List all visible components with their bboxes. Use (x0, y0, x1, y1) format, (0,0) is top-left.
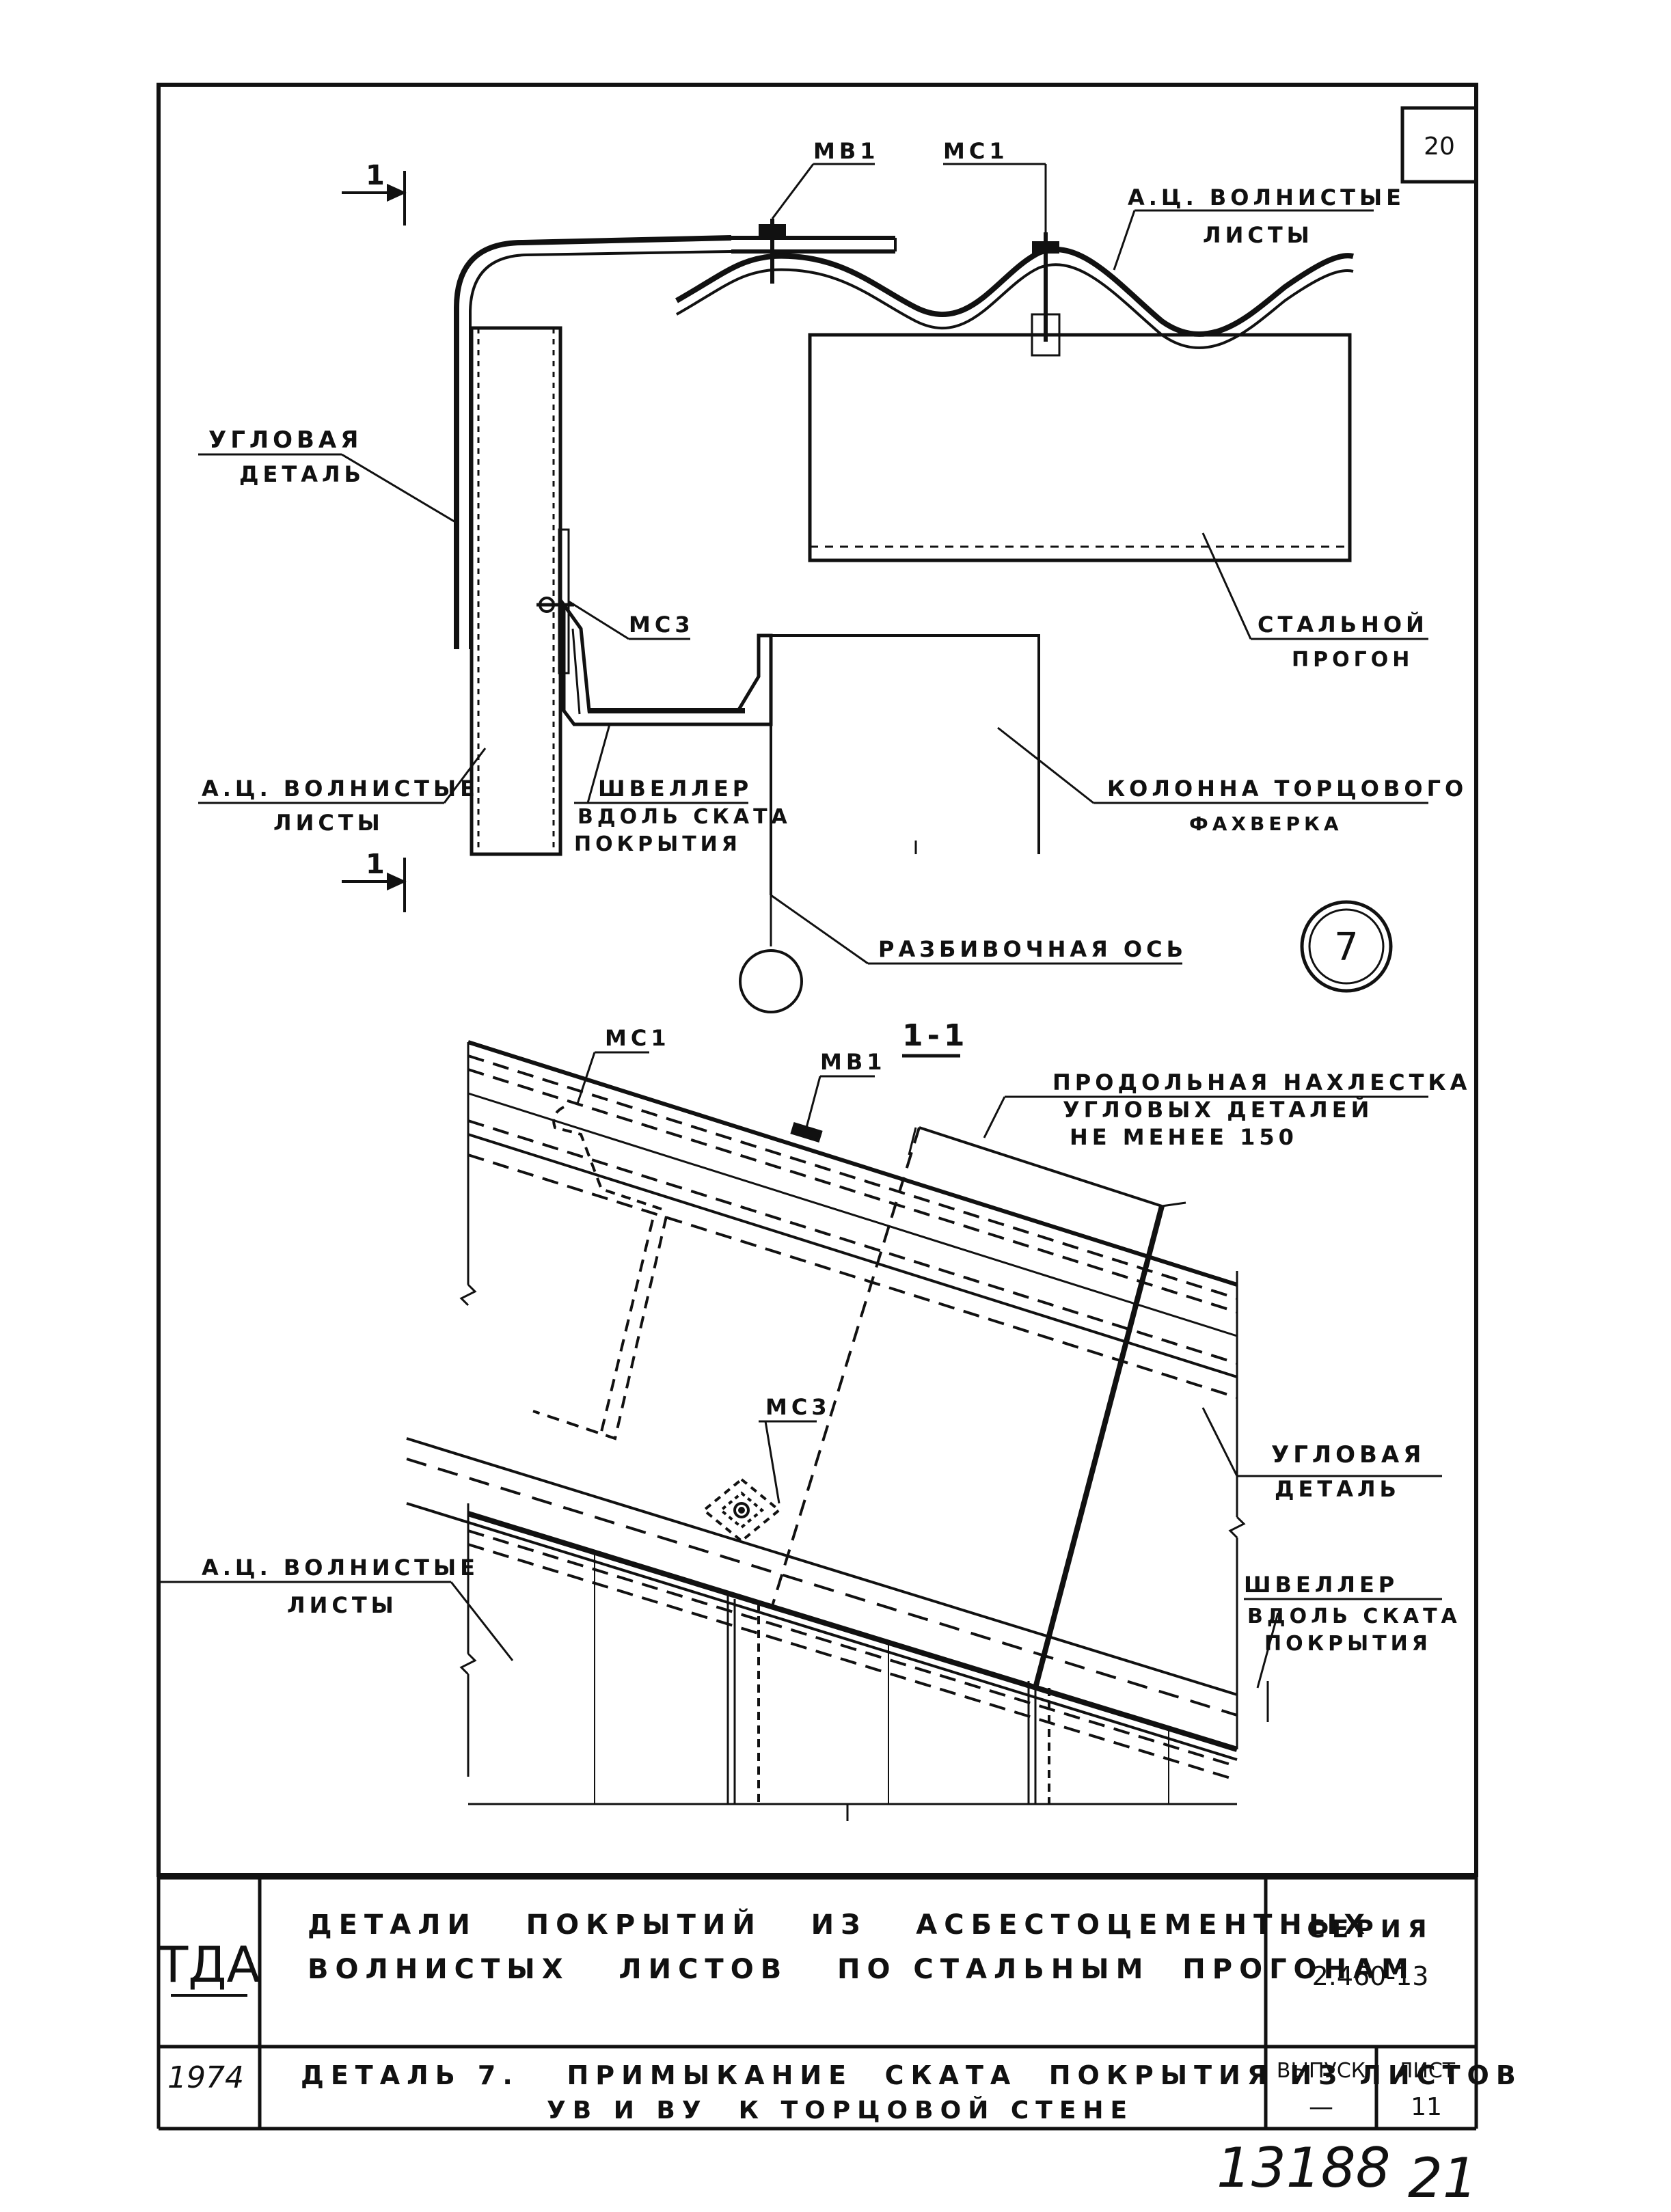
section-leaders (157, 1051, 1442, 1689)
label-sheets-section-2: ЛИСТЫ (287, 1592, 398, 1618)
label-purlin-2: ПРОГОН (1292, 648, 1413, 672)
sheet-number: 20 (1424, 133, 1455, 161)
title-line-2: ВОЛНИСТЫХ ЛИСТОВ ПО СТАЛЬНЫМ ПРОГОНАМ (308, 1954, 1415, 1985)
series-label: СЕРИЯ (1307, 1915, 1433, 1943)
section-labels: МС1 МВ1 ПРОДОЛЬНАЯ НАХЛЕСТКА УГЛОВЫХ ДЕТ… (202, 1025, 1471, 1656)
label-corner-plan-2: ДЕТАЛЬ (239, 461, 365, 487)
detail-number-circle-inner (1308, 908, 1385, 985)
label-channel-section-1: ШВЕЛЛЕР (1244, 1572, 1398, 1598)
sheet-number-box (1400, 106, 1478, 184)
org-code: ТДА (157, 1936, 260, 1993)
section-mark-top: 1 (366, 160, 389, 191)
series-value: 2.460-13 (1312, 1961, 1429, 1991)
label-ms3-plan: МС3 (629, 612, 694, 638)
label-column-1: КОЛОННА ТОРЦОВОГО (1107, 776, 1467, 802)
label-channel-section-2: ВДОЛЬ СКАТА (1247, 1605, 1461, 1628)
label-channel-section-3: ПОКРЫТИЯ (1264, 1632, 1432, 1656)
detail-number-circle (1300, 900, 1393, 993)
label-overlap-2: УГЛОВЫХ ДЕТАЛЕЙ (1063, 1097, 1373, 1123)
label-ms3-section: МС3 (765, 1394, 831, 1420)
label-corner-plan-1: УГЛОВАЯ (208, 426, 362, 454)
label-column-2: ФАХВЕРКА (1189, 813, 1343, 835)
plan-labels: 1 1 МВ1 МС1 А.Ц. ВОЛНИСТЫЕ ЛИСТЫ УГЛОВАЯ… (202, 138, 1467, 962)
plan-leaders (198, 163, 1428, 965)
section-detail (406, 1040, 1269, 1821)
plan-detail (342, 171, 1354, 1013)
detail-line-2: УВ И ВУ К ТОРЦОВОЙ СТЕНЕ (547, 2096, 1134, 2125)
label-mb1-plan: МВ1 (813, 138, 880, 164)
year: 1974 (167, 2060, 244, 2095)
label-purlin-1: СТАЛЬНОЙ (1258, 612, 1428, 638)
label-sheets-top-2: ЛИСТЫ (1203, 222, 1314, 248)
handwritten-number: 13188 (1217, 2136, 1391, 2200)
label-corner-section-1: УГЛОВАЯ (1271, 1441, 1425, 1469)
issue-label: ВЫПУСК (1277, 2059, 1366, 2083)
title-line-1: ДЕТАЛИ ПОКРЫТИЙ ИЗ АСБЕСТОЦЕМЕНТНЫХ (308, 1908, 1372, 1941)
label-ms1-plan: МС1 (943, 138, 1009, 164)
label-sheets-left-2: ЛИСТЫ (273, 810, 384, 836)
detail-line-1: ДЕТАЛЬ 7. ПРИМЫКАНИЕ СКАТА ПОКРЫТИЯ ИЗ Л… (301, 2060, 1523, 2090)
section-title: 1-1 (902, 1018, 969, 1053)
label-channel-plan-2: ВДОЛЬ СКАТА (578, 805, 791, 829)
label-overlap-3: НЕ МЕНЕЕ 150 (1070, 1124, 1298, 1150)
section-mark-bottom: 1 (366, 849, 389, 880)
issue-value: — (1309, 2093, 1333, 2121)
label-ms1-section: МС1 (605, 1025, 670, 1051)
detail-number: 7 (1334, 925, 1359, 970)
title-block (157, 1875, 1478, 2131)
drawing-frame (157, 83, 1478, 1877)
label-axis: РАЗБИВОЧНАЯ ОСЬ (878, 936, 1187, 962)
label-channel-plan-1: ШВЕЛЛЕР (598, 776, 752, 802)
label-sheets-top-1: А.Ц. ВОЛНИСТЫЕ (1128, 185, 1405, 210)
sheet-value: 11 (1411, 2093, 1442, 2121)
label-overlap-1: ПРОДОЛЬНАЯ НАХЛЕСТКА (1052, 1069, 1471, 1095)
handwritten-page: 21 (1408, 2146, 1478, 2210)
label-corner-section-2: ДЕТАЛЬ (1275, 1476, 1400, 1502)
sheet-label: ЛИСТ (1398, 2059, 1456, 2083)
label-sheets-section-1: А.Ц. ВОЛНИСТЫЕ (202, 1555, 479, 1581)
label-mb1-section: МВ1 (820, 1049, 886, 1075)
label-sheets-left-1: А.Ц. ВОЛНИСТЫЕ (202, 776, 479, 802)
label-channel-plan-3: ПОКРЫТИЯ (574, 832, 742, 856)
